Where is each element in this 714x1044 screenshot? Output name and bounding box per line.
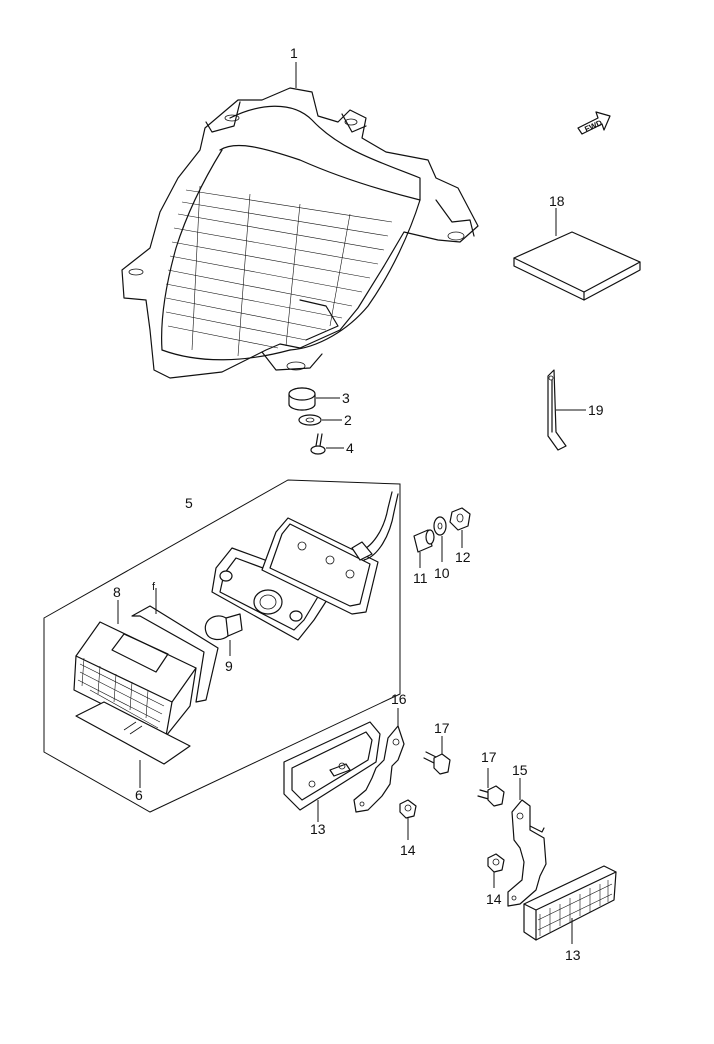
wire-lead: [351, 491, 399, 561]
bolt-upper: [423, 751, 451, 775]
callout-1: 1: [290, 45, 298, 61]
reflector-gasket: [283, 721, 381, 811]
callout-12: 12: [455, 549, 471, 565]
screw: [310, 433, 326, 455]
pad: [513, 231, 641, 301]
collar: [413, 529, 435, 553]
callout-5: 5: [185, 495, 193, 511]
assembly-outline: [43, 479, 401, 813]
callout-7-mark: f: [152, 581, 156, 593]
lens-gasket: [131, 605, 219, 703]
bolt-lower: [477, 785, 505, 807]
callout-8: 8: [113, 584, 121, 600]
callout-17-lower: 17: [481, 749, 497, 765]
callout-14-lower: 14: [486, 891, 502, 907]
fwd-label: FWD: [583, 118, 604, 134]
grommet: [288, 387, 316, 411]
callout-19: 19: [588, 402, 604, 418]
lamp-socket-plate: [211, 547, 337, 641]
callout-4: 4: [346, 440, 354, 456]
nut: [449, 507, 471, 531]
license-lamp-lens: [73, 621, 197, 737]
callout-13-right: 13: [565, 947, 581, 963]
fwd-arrow-icon: FWD: [577, 111, 611, 135]
nut-upper: [399, 799, 417, 819]
clip: [547, 369, 567, 451]
callout-15: 15: [512, 762, 528, 778]
callout-13-left: 13: [310, 821, 326, 837]
license-plate-lens-cover: [75, 701, 191, 765]
housing-louver-hatching: [165, 185, 393, 357]
callout-14-upper: 14: [400, 842, 416, 858]
callout-2: 2: [344, 412, 352, 428]
bulb: [204, 613, 243, 641]
callout-16: 16: [391, 691, 407, 707]
callout-17-upper: 17: [434, 720, 450, 736]
washer: [298, 414, 322, 426]
callout-11: 11: [413, 570, 428, 586]
callout-9: 9: [225, 658, 233, 674]
callout-10: 10: [434, 565, 450, 581]
bracket-right: [507, 799, 547, 907]
callout-6: 6: [135, 787, 143, 803]
lamp-back-gasket: [261, 517, 379, 615]
tail-lamp-housing: [121, 87, 479, 379]
callout-3: 3: [342, 390, 350, 406]
flat-washer: [433, 516, 447, 536]
callout-18: 18: [549, 193, 565, 209]
nut-lower: [487, 853, 505, 873]
reflector: [523, 865, 617, 941]
bracket-left: [329, 725, 405, 813]
